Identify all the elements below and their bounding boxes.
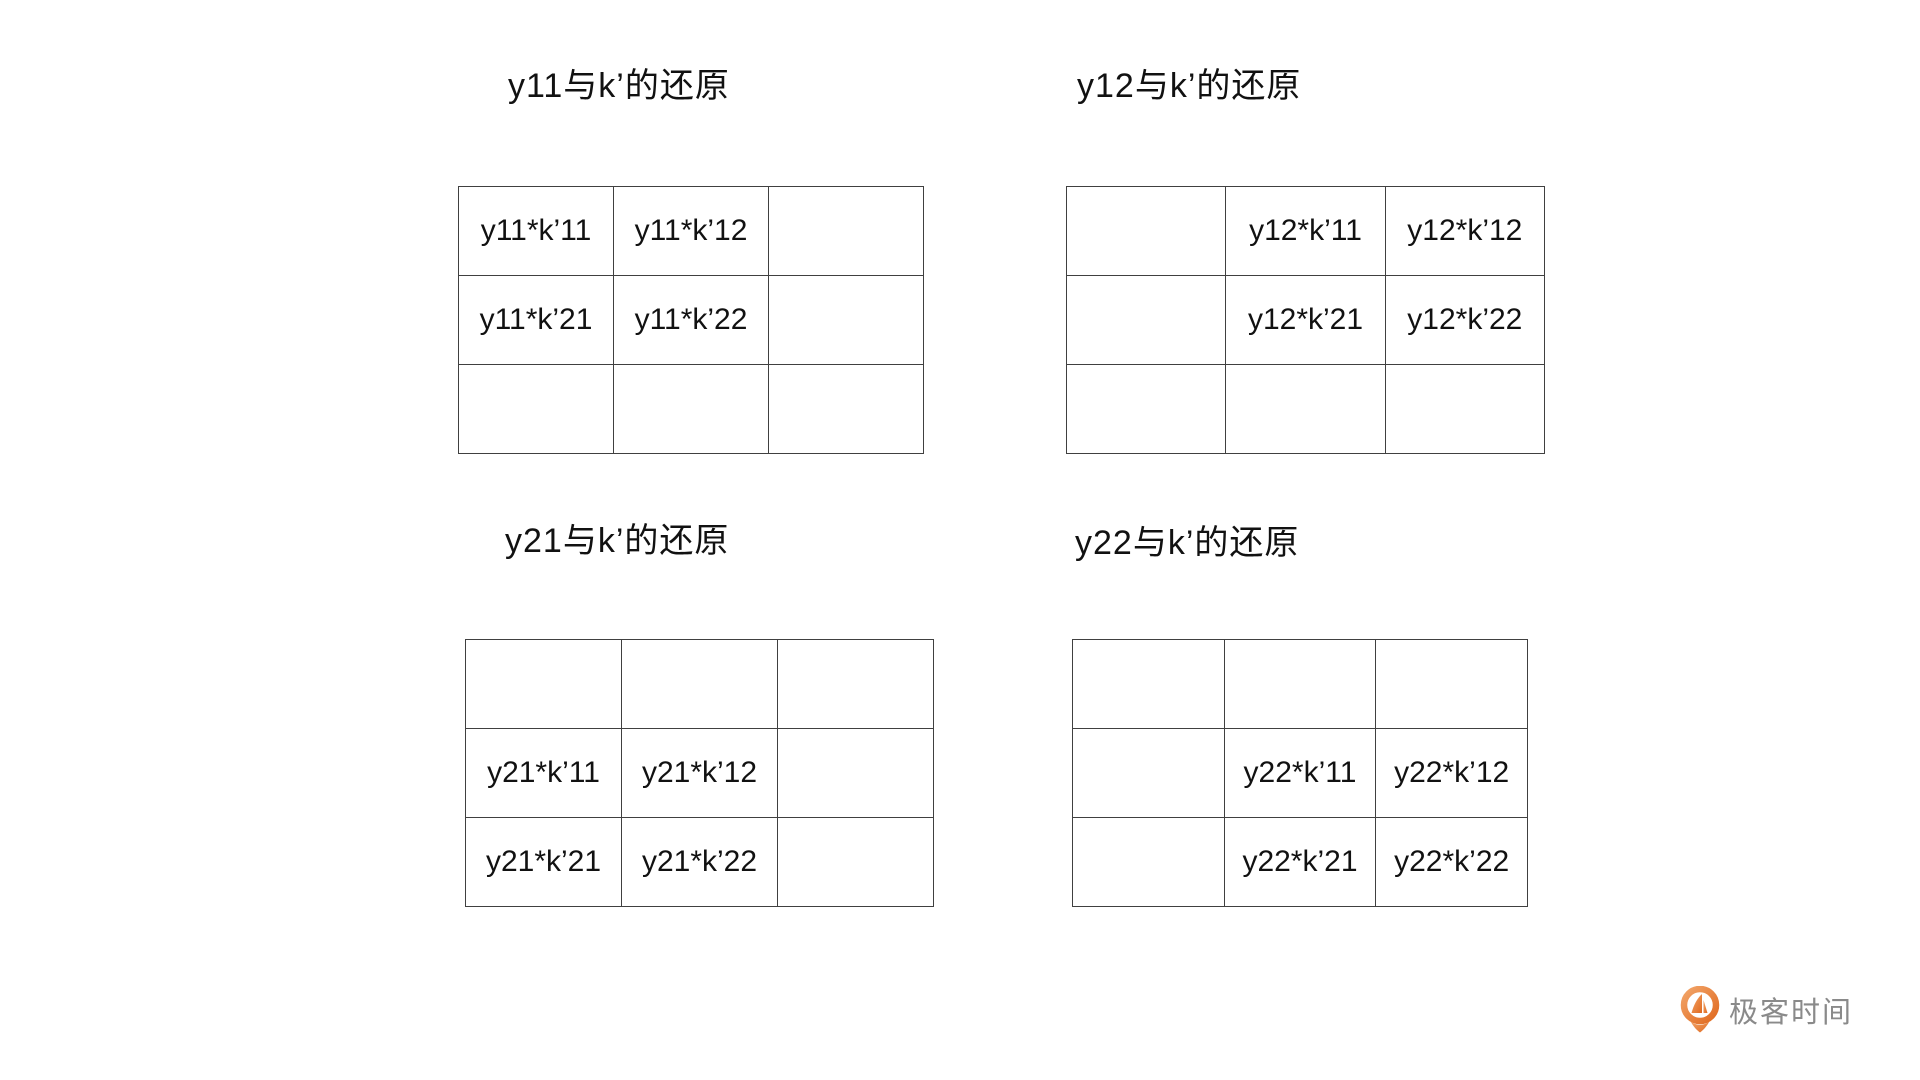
- grid-y22: y22*k’11 y22*k’12 y22*k’21 y22*k’22: [1072, 639, 1528, 907]
- cell-y21-r2c1: y21*k’11: [465, 728, 622, 818]
- cell-y22-r3c3: y22*k’22: [1375, 817, 1528, 907]
- panel-title-y12: y12与k’的还原: [1077, 67, 1302, 105]
- table-row: [1065, 364, 1546, 454]
- cell-y21-r1c2: [621, 639, 778, 729]
- cell-y22-r2c2: y22*k’11: [1223, 728, 1377, 818]
- geektime-logo: 极客时间: [1680, 986, 1853, 1034]
- grid-y11: y11*k’11 y11*k’12 y11*k’21 y11*k’22: [458, 186, 924, 454]
- table-row: [458, 364, 924, 454]
- grid-y21: y21*k’11 y21*k’12 y21*k’21 y21*k’22: [465, 639, 934, 907]
- table-row: [465, 639, 934, 729]
- grid-y12: y12*k’11 y12*k’12 y12*k’21 y12*k’22: [1065, 186, 1546, 454]
- cell-y12-r2c2: y12*k’21: [1225, 275, 1386, 365]
- table-row: y22*k’21 y22*k’22: [1072, 817, 1528, 907]
- cell-y21-r2c3: [777, 728, 934, 818]
- cell-y12-r1c2: y12*k’11: [1225, 186, 1386, 276]
- panel-title-y21: y21与k’的还原: [505, 522, 730, 560]
- cell-y11-r1c3: [768, 186, 924, 276]
- cell-y11-r2c3: [768, 275, 924, 365]
- table-row: y21*k’11 y21*k’12: [465, 728, 934, 818]
- cell-y11-r1c1: y11*k’11: [458, 186, 614, 276]
- cell-y21-r2c2: y21*k’12: [621, 728, 778, 818]
- cell-y12-r3c1: [1065, 364, 1227, 454]
- cell-y22-r3c1: [1072, 817, 1225, 907]
- cell-y22-r3c2: y22*k’21: [1223, 817, 1377, 907]
- cell-y12-r1c3: y12*k’12: [1384, 186, 1546, 276]
- table-row: y12*k’21 y12*k’22: [1065, 275, 1546, 365]
- panel-title-y22: y22与k’的还原: [1075, 524, 1300, 562]
- geektime-pin-icon: [1680, 986, 1720, 1033]
- cell-y22-r2c1: [1072, 728, 1225, 818]
- cell-y22-r1c2: [1223, 639, 1377, 729]
- cell-y12-r2c3: y12*k’22: [1384, 275, 1546, 365]
- cell-y12-r3c3: [1384, 364, 1546, 454]
- cell-y21-r3c1: y21*k’21: [465, 817, 622, 907]
- cell-y11-r2c1: y11*k’21: [458, 275, 614, 365]
- cell-y11-r2c2: y11*k’22: [613, 275, 769, 365]
- cell-y12-r3c2: [1225, 364, 1386, 454]
- cell-y21-r3c2: y21*k’22: [621, 817, 778, 907]
- cell-y22-r1c1: [1072, 639, 1225, 729]
- cell-y11-r3c1: [458, 364, 614, 454]
- cell-y21-r1c3: [777, 639, 934, 729]
- table-row: y12*k’11 y12*k’12: [1065, 186, 1546, 276]
- cell-y11-r3c3: [768, 364, 924, 454]
- cell-y11-r1c2: y11*k’12: [613, 186, 769, 276]
- cell-y21-r3c3: [777, 817, 934, 907]
- cell-y22-r1c3: [1375, 639, 1528, 729]
- table-row: y22*k’11 y22*k’12: [1072, 728, 1528, 818]
- table-row: y11*k’21 y11*k’22: [458, 275, 924, 365]
- cell-y12-r1c1: [1065, 186, 1227, 276]
- table-row: y21*k’21 y21*k’22: [465, 817, 934, 907]
- cell-y11-r3c2: [613, 364, 769, 454]
- geektime-logo-label: 极客时间: [1729, 997, 1854, 1029]
- panel-title-y11: y11与k’的还原: [508, 67, 730, 105]
- cell-y21-r1c1: [465, 639, 622, 729]
- cell-y12-r2c1: [1065, 275, 1227, 365]
- table-row: y11*k’11 y11*k’12: [458, 186, 924, 276]
- cell-y22-r2c3: y22*k’12: [1375, 728, 1528, 818]
- table-row: [1072, 639, 1528, 729]
